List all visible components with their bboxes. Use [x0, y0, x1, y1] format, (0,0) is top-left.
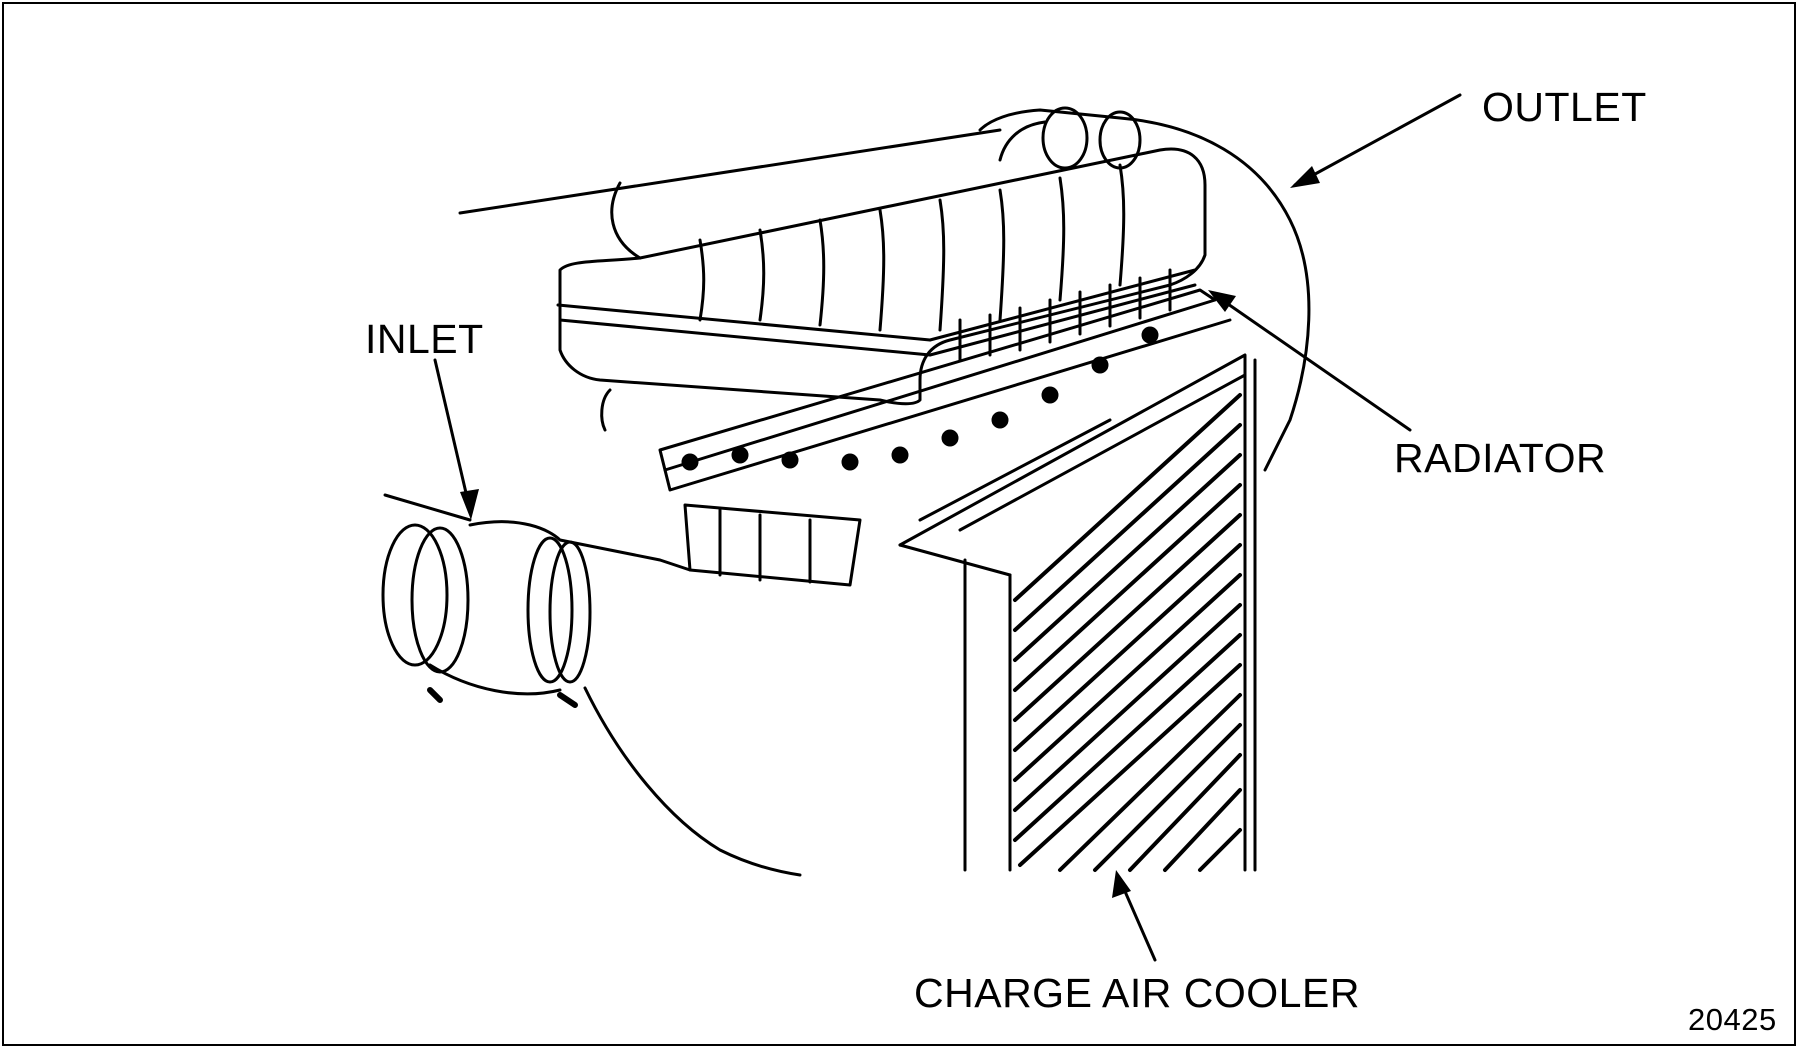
outlet-label: OUTLET	[1482, 84, 1647, 130]
charge-air-cooler-arrowhead	[1112, 870, 1131, 898]
mount-bracket	[683, 503, 862, 587]
radiator-top-tank	[556, 147, 1207, 432]
charge-air-cooler-label: CHARGE AIR COOLER	[914, 970, 1360, 1016]
radiator-leader	[1213, 293, 1412, 432]
inlet-arrowhead	[460, 489, 479, 520]
outlet-leader	[1293, 93, 1462, 187]
figure-number: 20425	[1688, 1002, 1777, 1037]
outlet-arrowhead	[1290, 166, 1320, 188]
inlet-leader	[433, 358, 472, 512]
radiator-core	[898, 353, 1257, 872]
leader-lines	[433, 93, 1462, 962]
radiator-flange	[658, 288, 1232, 492]
radiator-arrowhead	[1208, 290, 1236, 312]
charge-air-cooler-leader	[1118, 878, 1157, 962]
radiator-label: RADIATOR	[1394, 435, 1607, 481]
radiator-fins	[1013, 393, 1242, 872]
engine-outline	[458, 128, 1002, 215]
inlet-hose	[381, 493, 802, 877]
inlet-label: INLET	[365, 316, 484, 362]
outlet-pipe	[978, 106, 1311, 472]
